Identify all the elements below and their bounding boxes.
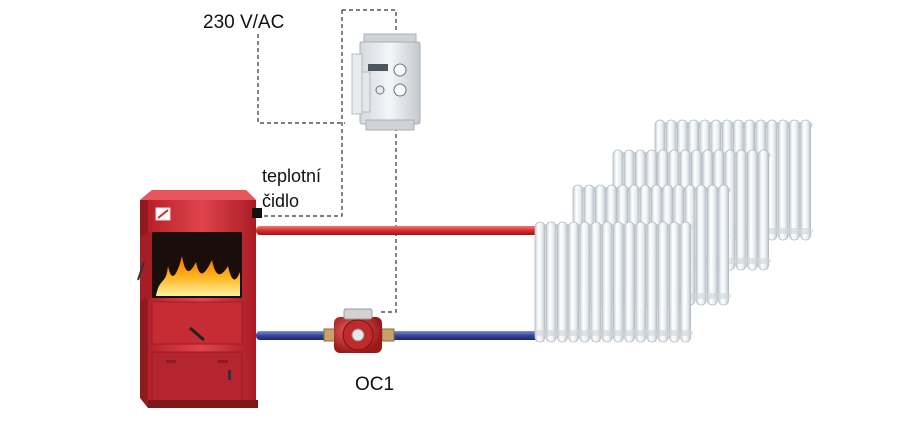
control-wiring <box>257 9 397 313</box>
temperature-sensor-icon <box>252 208 262 218</box>
sensor-label-line1: teplotní <box>262 166 322 186</box>
pump-label: OC1 <box>355 374 395 395</box>
power-supply-label: 230 V/AC <box>203 12 285 33</box>
sensor-label-line2: čidlo <box>262 191 300 211</box>
boiler <box>137 190 258 408</box>
return-pipe <box>256 331 540 340</box>
radiator-icon <box>534 221 693 343</box>
circulation-pump-icon <box>323 308 395 353</box>
supply-pipe <box>256 226 540 235</box>
controller-module <box>351 33 421 131</box>
